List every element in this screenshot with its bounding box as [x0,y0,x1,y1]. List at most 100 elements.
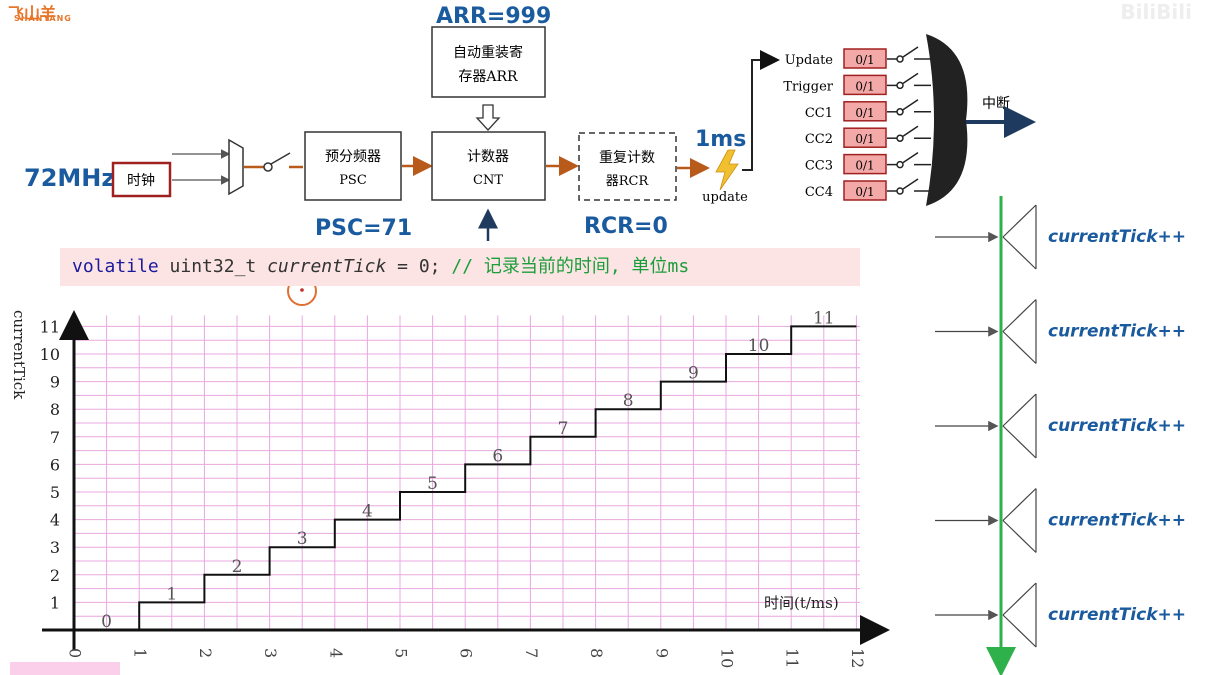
signal-flag-value: 0/1 [855,53,874,67]
x-tick-label: 6 [457,648,476,658]
y-tick-label: 11 [40,317,60,336]
switch-lever [902,99,919,111]
switch-lever [902,46,919,58]
y-tick-label: 5 [50,483,60,502]
switch-lever [902,72,919,85]
y-axis-label: currentTick [10,310,28,400]
timer-block-diagram: 72MHz 时钟 预分频器 PSC PSC=71 计数器 CNT ARR=999… [24,4,1036,241]
switch-pivot [896,134,904,142]
signal-flag-box [843,101,887,122]
step-value-label: 3 [297,529,308,549]
signal-flag-value: 0/1 [855,132,874,146]
tick-event-label: currentTick++ [1048,605,1186,625]
tick-event-branch-up [1002,299,1037,332]
step-value-label: 4 [362,502,373,522]
tick-timeline: currentTick++ currentTick++ currentTick++ c… [935,196,1186,675]
arr-box-line1: 自动重装寄 [453,44,523,61]
signal-name-update: Update [785,53,834,68]
signal-flag-box [843,48,887,69]
step-value-label: 9 [688,364,699,384]
psc-box-line1: 预分频器 [325,149,381,165]
x-tick-label: 10 [718,648,737,668]
rcr-box [578,132,677,201]
tick-event-branch-down [1002,520,1037,553]
x-tick-label: 12 [848,648,867,668]
arr-box [431,26,546,98]
y-tick-label: 6 [50,455,60,474]
clock-box-label: 时钟 [127,172,155,189]
tick-event-branch-down [1002,425,1037,459]
code-line: volatile uint32_t currentTick = 0; // 记录… [60,248,860,286]
switch-pivot [896,160,904,169]
x-tick-label: 3 [261,648,280,658]
signal-flag-value: 0/1 [855,106,874,120]
cursor-dot [300,288,304,292]
code-type: uint32_t [169,256,257,277]
psc-box [304,131,402,201]
y-tick-label: 10 [40,345,60,364]
y-tick-label: 9 [50,373,60,392]
tick-event-branch-down [1002,614,1037,648]
x-tick-label: 1 [131,648,150,658]
switch-lever [902,178,919,190]
signal-flag-value: 0/1 [855,185,874,199]
signal-flag-box [843,127,887,148]
x-tick-label: 2 [196,648,215,658]
signal-name-cc2: CC2 [805,132,833,147]
x-tick-label: 0 [66,648,85,658]
step-value-label: 2 [232,557,243,577]
clock-box [111,161,172,198]
step-value-label: 8 [623,391,634,411]
interrupt-label: 中断 [982,96,1010,112]
switch-pivot [896,187,904,195]
step-value-label: 10 [748,336,770,356]
tick-event-label: currentTick++ [1048,511,1186,531]
logo-text: SHANYANG [14,14,72,23]
psc-note: PSC=71 [315,216,412,241]
signal-flag-box [843,74,887,96]
signal-flag-box [843,153,887,175]
signal-flag-value: 0/1 [855,159,874,173]
logo-mark: 飞山羊 [8,4,57,23]
arr-box-line2: 存器ARR [458,69,518,85]
x-tick-label: 8 [587,648,606,658]
x-tick-label: 4 [326,648,345,658]
tick-event-label: currentTick++ [1048,227,1186,247]
switch-lever [902,151,919,164]
lightning-icon [715,149,739,191]
rcr-box-line1: 重复计数 [599,149,655,166]
y-tick-label: 3 [50,538,60,557]
x-tick-label: 9 [652,648,671,658]
cnt-box [431,131,546,201]
signal-flag-value: 0/1 [855,79,874,93]
switch-pivot [896,55,904,63]
code-assign: = 0; [397,256,441,277]
clock-mux [228,138,244,196]
period-note: 1ms [695,127,746,152]
step-value-label: 11 [813,308,835,328]
y-tick-label: 7 [50,428,60,447]
code-keyword: volatile [72,256,159,277]
code-comment: // 记录当前的时间, 单位ms [451,256,690,277]
tick-event-branch-down [1002,236,1037,270]
step-value-label: 6 [492,446,503,466]
switch-pivot [896,108,904,116]
tick-event-label: currentTick++ [1048,416,1186,436]
tick-event-branch-up [1002,393,1037,427]
watermark: BiliBili [1120,0,1192,24]
switch-pivot [896,81,904,90]
y-tick-label: 2 [50,566,60,585]
x-tick-label: 11 [783,648,802,668]
rcr-note: RCR=0 [584,214,668,239]
x-tick-label: 7 [522,648,541,658]
y-tick-label: 4 [50,511,60,530]
or-gate [926,34,968,206]
step-value-label: 5 [427,474,438,494]
step-value-label: 1 [166,584,177,604]
update-wire [742,50,780,171]
signal-flag-box [843,180,887,201]
y-tick-label: 8 [50,400,60,419]
